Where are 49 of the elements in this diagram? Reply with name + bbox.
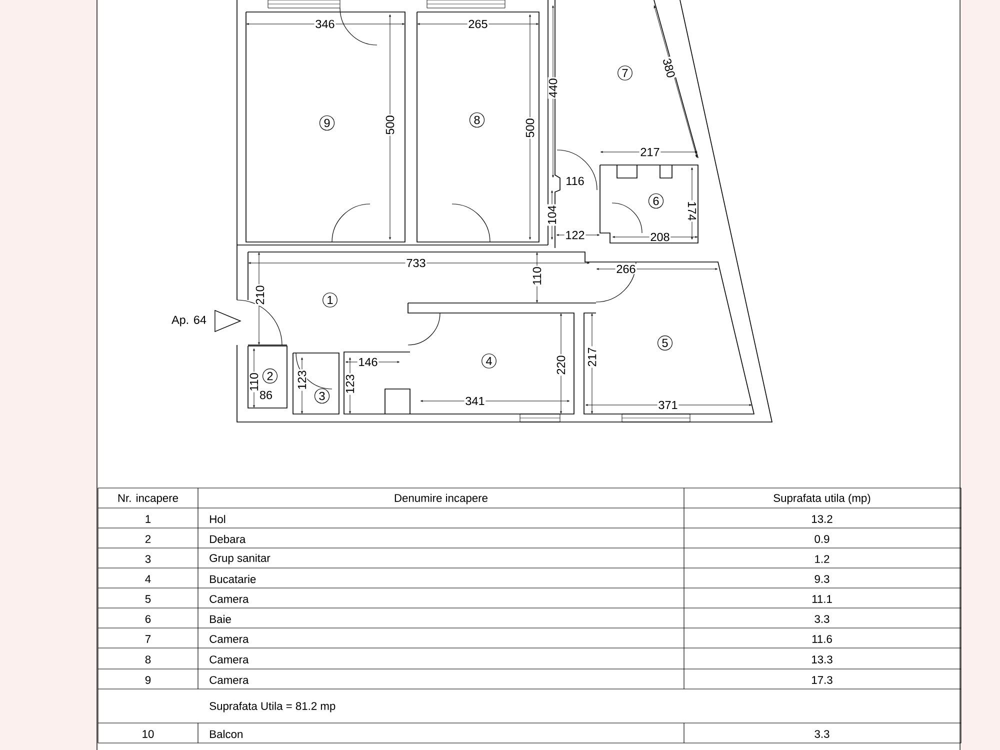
dimension-label: 86: [258, 390, 274, 400]
table-cell: 2: [145, 535, 151, 543]
table-cell: 10: [142, 730, 154, 738]
room-number: 4: [482, 354, 496, 368]
room-number: 6: [648, 193, 664, 209]
table-cell: 13.2: [812, 515, 832, 523]
room-number: 2: [262, 368, 278, 384]
table-cell: 3.3: [814, 615, 830, 623]
table-cell: Camera: [210, 595, 249, 603]
table-cell: 1.2: [815, 555, 830, 563]
table-cell: 6: [145, 615, 151, 623]
table-cell: 0.9: [814, 535, 830, 543]
room-number: 8: [469, 112, 485, 128]
table-cell: Bucatarie: [210, 574, 256, 584]
table-cell: Balcon: [210, 730, 242, 738]
table-cell: Camera: [210, 676, 249, 684]
table-header: Suprafata utila (mp): [774, 494, 870, 504]
table-cell: Debara: [210, 534, 246, 544]
dimension-label: 380: [661, 56, 677, 80]
table-cell: Grup sanitar: [210, 554, 270, 564]
entrance-label: Ap. 64: [172, 316, 206, 326]
table-cell: Baie: [210, 614, 231, 624]
room-number: 7: [618, 66, 632, 80]
dimension-label: 174: [687, 200, 697, 222]
table-cell: 11.1: [812, 595, 832, 603]
room-number: 9: [319, 115, 335, 131]
room-number: 1: [322, 292, 338, 308]
dimension-label: 116: [564, 176, 586, 186]
table-cell: 9: [145, 676, 151, 684]
room-number: 5: [658, 336, 673, 351]
dimension-label: 110: [532, 266, 542, 286]
table-cell: 7: [145, 635, 151, 643]
table-cell: 3.3: [814, 730, 830, 738]
table-total: Suprafata Utila = 81.2 mp: [210, 702, 336, 712]
table-cell: 11.6: [812, 635, 832, 643]
table-cell: 9.3: [814, 575, 830, 583]
table-cell: Camera: [210, 635, 249, 643]
room-number: 3: [314, 388, 330, 404]
table-cell: 1: [146, 515, 151, 523]
table-cell: 8: [145, 656, 151, 664]
table-header: Nr. incapere: [118, 494, 178, 504]
table-cell: Camera: [210, 656, 249, 664]
table-cell: Hol: [210, 514, 226, 524]
table-cell: 13.3: [812, 656, 832, 664]
table-header: Denumire incapere: [394, 494, 488, 504]
table-cell: 5: [145, 595, 151, 603]
table-cell: 17.3: [812, 676, 832, 684]
table-cell: 4: [145, 575, 151, 583]
table-cell: 3: [145, 555, 151, 563]
